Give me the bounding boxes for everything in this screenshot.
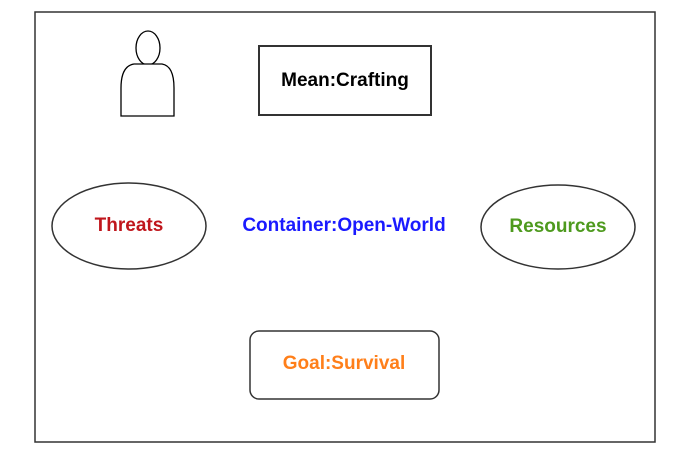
person-icon — [120, 30, 175, 117]
threats-label: Threats — [95, 215, 164, 236]
mean-box — [258, 45, 432, 116]
goal-label: Goal:Survival — [283, 353, 406, 374]
mean-label: Mean:Crafting — [281, 70, 409, 91]
goal-box — [249, 330, 440, 400]
resources-ellipse — [480, 184, 636, 270]
resources-label: Resources — [509, 216, 606, 237]
threats-ellipse — [51, 182, 207, 270]
container-label: Container:Open-World — [242, 215, 445, 236]
